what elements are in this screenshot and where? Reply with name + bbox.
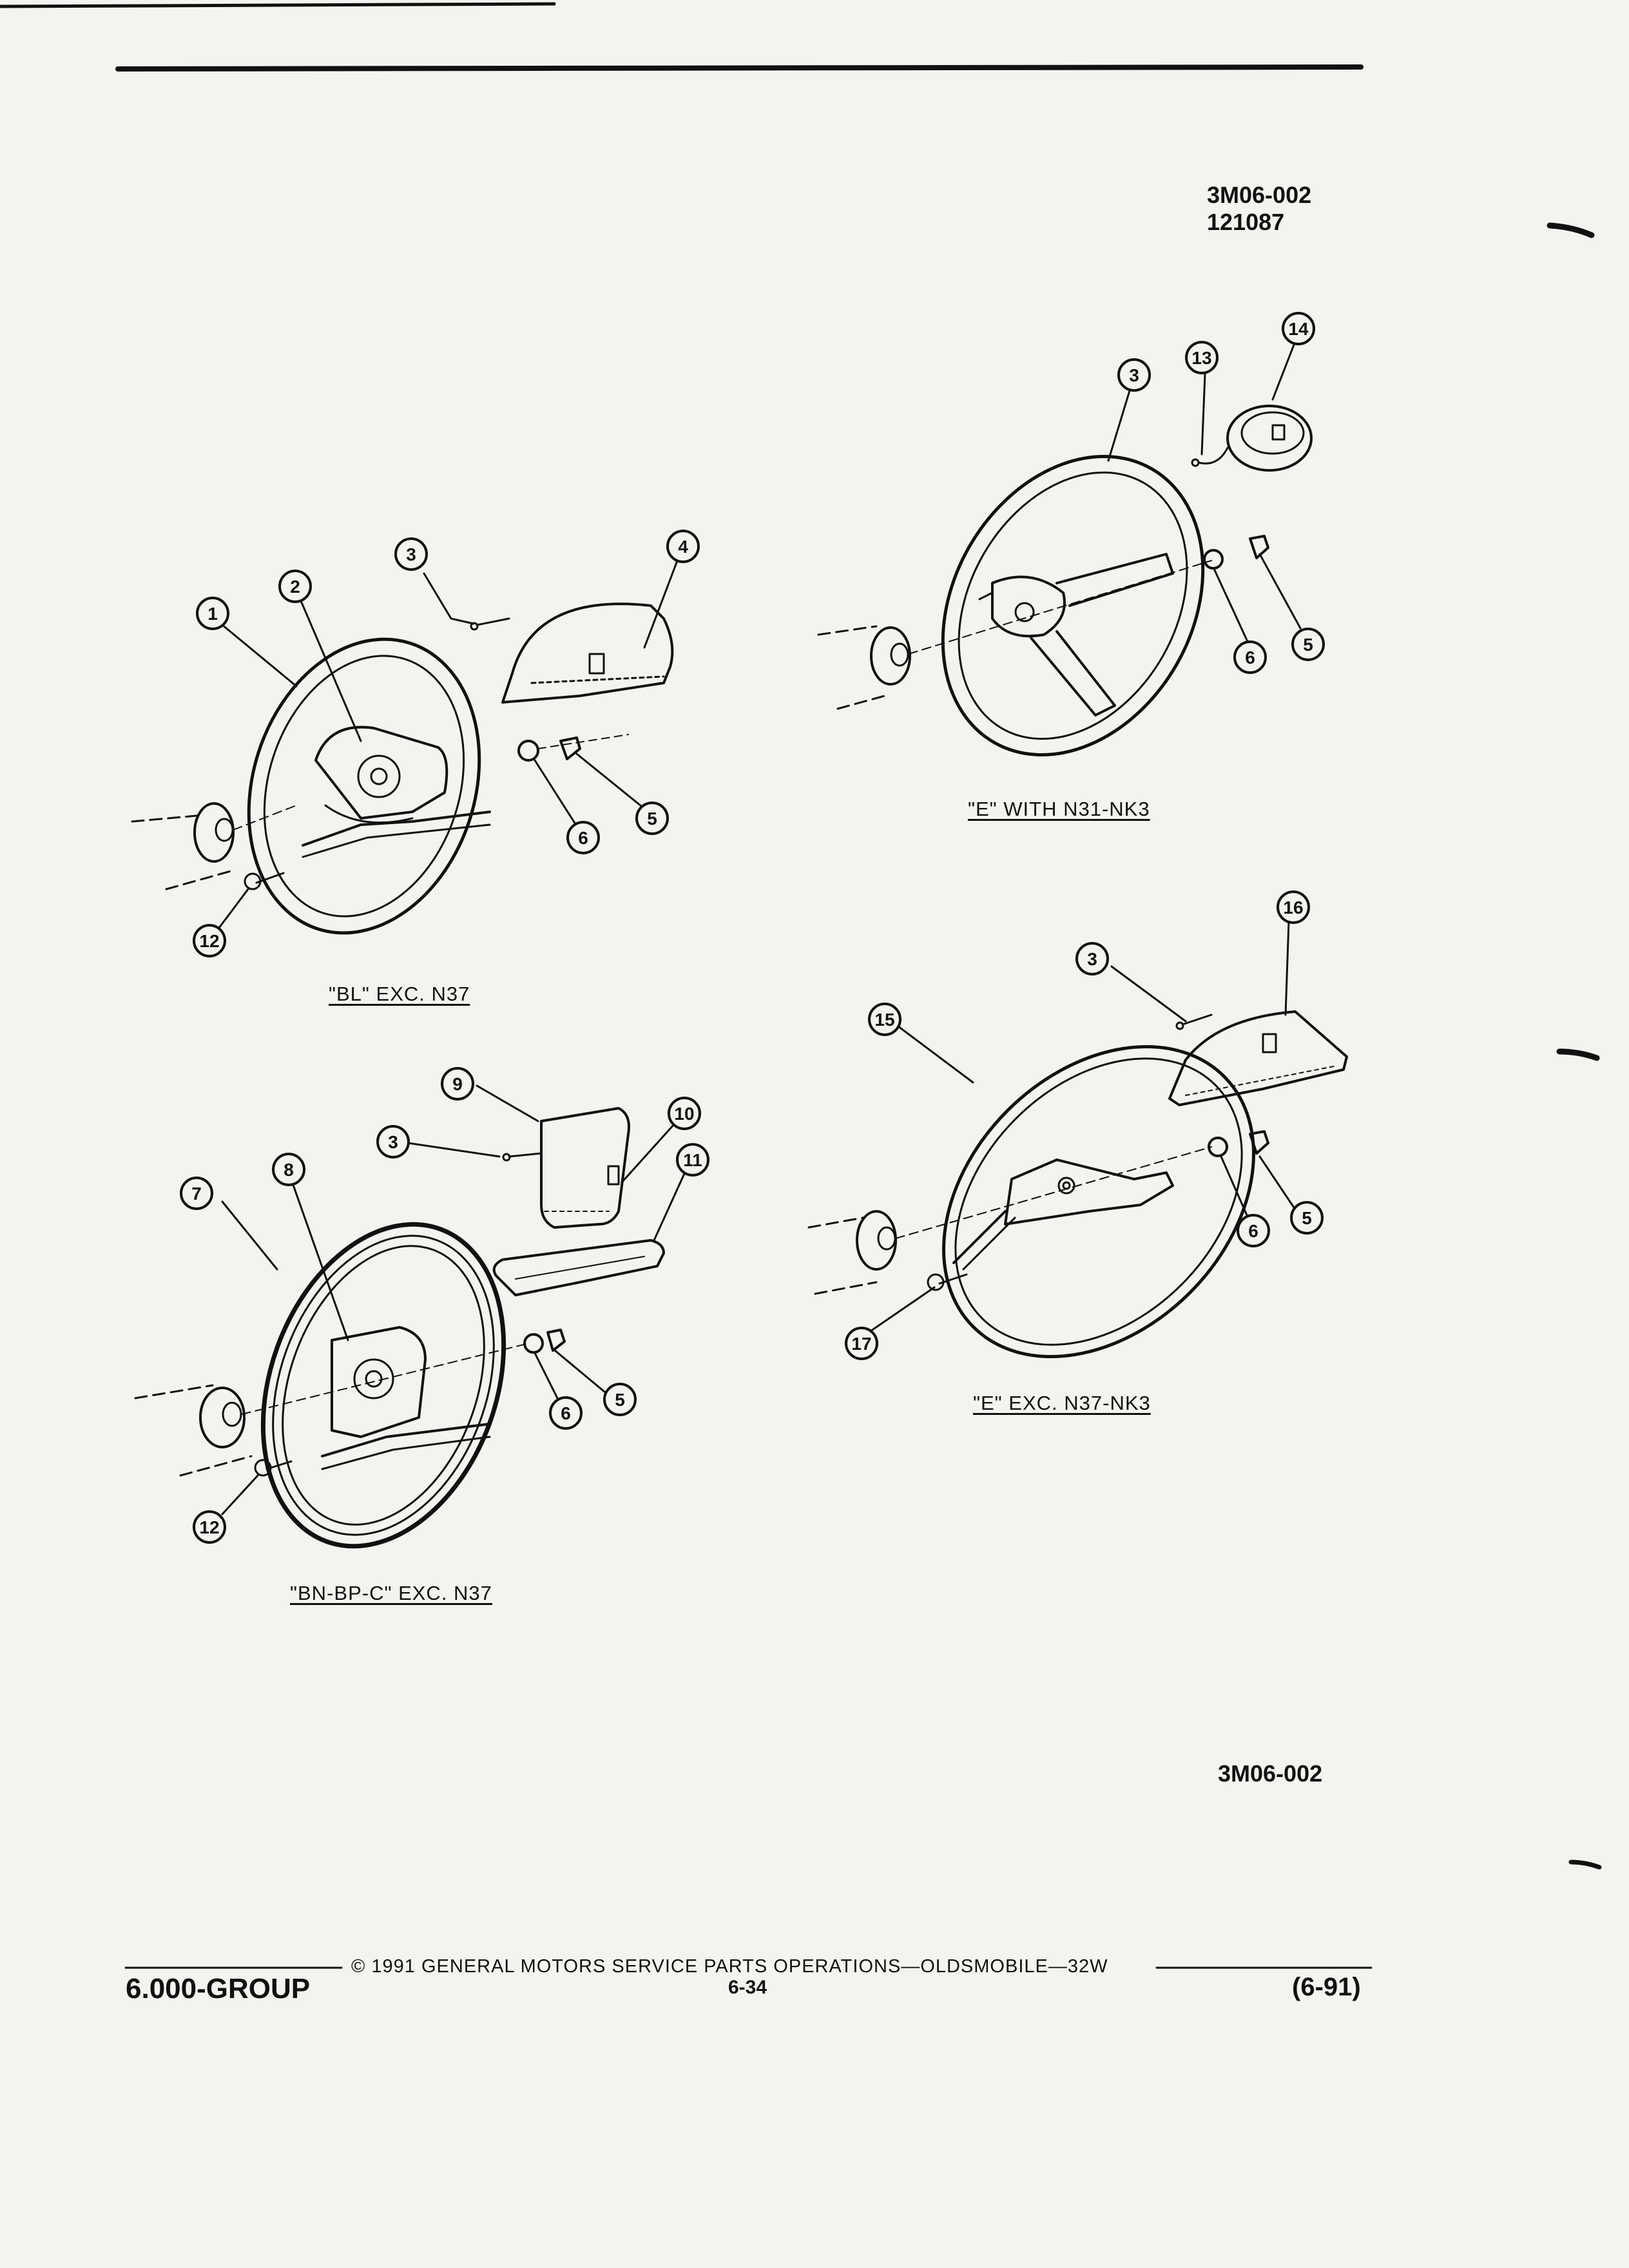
nut — [517, 740, 539, 762]
callout-number: 5 — [647, 809, 657, 829]
callout-9: 9 — [441, 1067, 474, 1100]
horn-cap — [540, 1107, 630, 1229]
callout-17: 17 — [845, 1327, 878, 1360]
callout-number: 3 — [1087, 949, 1097, 969]
callout-number: 8 — [284, 1160, 294, 1180]
steering-shaft-hub — [193, 802, 235, 863]
callout-number: 3 — [406, 544, 416, 564]
callout-5: 5 — [603, 1383, 637, 1416]
steering-wheel-rim — [260, 1222, 506, 1549]
callout-number: 11 — [683, 1150, 702, 1170]
figure-code-footer: 3M06-002 — [1218, 1760, 1323, 1787]
washer — [559, 736, 581, 760]
callout-5: 5 — [1291, 628, 1325, 661]
steering-wheel-rim — [941, 455, 1205, 756]
margin-mark — [1547, 222, 1595, 238]
callout-number: 6 — [578, 828, 588, 848]
callout-number: 3 — [1129, 365, 1139, 385]
margin-mark — [1556, 1048, 1600, 1061]
callout-number: 6 — [1245, 648, 1255, 668]
callout-12: 12 — [193, 1510, 226, 1544]
callout-3: 3 — [1075, 942, 1109, 975]
callout-number: 5 — [1302, 1208, 1312, 1228]
callout-15: 15 — [868, 1003, 901, 1036]
callout-12: 12 — [193, 924, 226, 957]
steering-wheel-rim — [247, 637, 481, 935]
horn-button — [1226, 405, 1313, 472]
callout-3: 3 — [1117, 358, 1151, 392]
callout-number: 2 — [290, 577, 300, 597]
callout-number: 9 — [452, 1074, 463, 1094]
callout-6: 6 — [1237, 1214, 1270, 1247]
caption-view-bn-bp-c: "BN-BP-C" EXC. N37 — [290, 1582, 492, 1604]
nut — [523, 1333, 544, 1354]
callout-5: 5 — [635, 802, 669, 835]
callout-number: 5 — [615, 1390, 625, 1410]
callout-3: 3 — [376, 1125, 410, 1158]
copyright-line: © 1991 GENERAL MOTORS SERVICE PARTS OPER… — [351, 1956, 1108, 1977]
callout-number: 6 — [561, 1403, 571, 1423]
callout-6: 6 — [1233, 640, 1267, 674]
nut — [1203, 549, 1224, 570]
caption-view-bl: "BL" EXC. N37 — [329, 983, 470, 1005]
revision-date: (6-91) — [1292, 1973, 1361, 2001]
figure-date-header: 121087 — [1207, 209, 1285, 235]
callout-5: 5 — [1290, 1201, 1324, 1235]
leader-lines — [218, 340, 1304, 1515]
washer — [546, 1329, 566, 1352]
washer — [1249, 1130, 1269, 1155]
callout-11: 11 — [676, 1143, 709, 1177]
callout-4: 4 — [666, 530, 700, 563]
caption-view-e-exc: "E" EXC. N37-NK3 — [973, 1392, 1151, 1414]
group-label: 6.000-GROUP — [126, 1973, 311, 2004]
callout-3: 3 — [394, 537, 428, 571]
callout-number: 1 — [207, 604, 218, 624]
callout-number: 16 — [1283, 898, 1303, 918]
callout-6: 6 — [566, 821, 600, 854]
steering-shaft-hub — [856, 1210, 897, 1271]
callout-14: 14 — [1282, 312, 1315, 345]
callout-number: 5 — [1303, 635, 1313, 655]
callout-10: 10 — [668, 1097, 701, 1130]
callout-number: 12 — [199, 931, 219, 951]
view-e-exc-drawing — [807, 1010, 1348, 1358]
view-e-n31-drawing — [817, 405, 1313, 756]
caption-view-e-n31: "E" WITH N31-NK3 — [968, 798, 1150, 820]
callout-2: 2 — [278, 570, 312, 603]
callout-6: 6 — [549, 1396, 583, 1430]
callout-number: 10 — [674, 1104, 694, 1124]
callout-number: 6 — [1248, 1221, 1258, 1241]
trim-plate — [492, 1239, 665, 1296]
page-number: 6-34 — [728, 1977, 767, 1998]
callout-7: 7 — [180, 1177, 213, 1210]
nut — [1208, 1137, 1228, 1157]
callout-number: 12 — [199, 1517, 219, 1537]
callout-number: 14 — [1288, 319, 1309, 339]
callout-number: 17 — [851, 1334, 871, 1354]
callout-number: 15 — [874, 1010, 894, 1030]
view-bl-drawing — [131, 602, 674, 935]
callout-13: 13 — [1185, 341, 1219, 374]
view-bn-bp-c-drawing — [134, 1107, 665, 1549]
horn-cap — [1168, 1010, 1348, 1106]
figure-code-header: 3M06-002 — [1207, 182, 1312, 208]
callout-number: 7 — [191, 1184, 202, 1204]
callout-1: 1 — [196, 597, 229, 630]
steering-wheel-rim — [942, 1045, 1255, 1358]
top-scan-line — [0, 2, 556, 8]
callout-number: 4 — [678, 537, 688, 557]
callout-8: 8 — [272, 1153, 305, 1186]
callout-number: 13 — [1191, 348, 1211, 368]
header-rule — [115, 64, 1364, 72]
margin-mark — [1568, 1860, 1602, 1870]
horn-cap — [501, 602, 674, 704]
callout-number: 3 — [388, 1132, 398, 1152]
washer — [1249, 535, 1269, 559]
callout-16: 16 — [1277, 890, 1310, 924]
